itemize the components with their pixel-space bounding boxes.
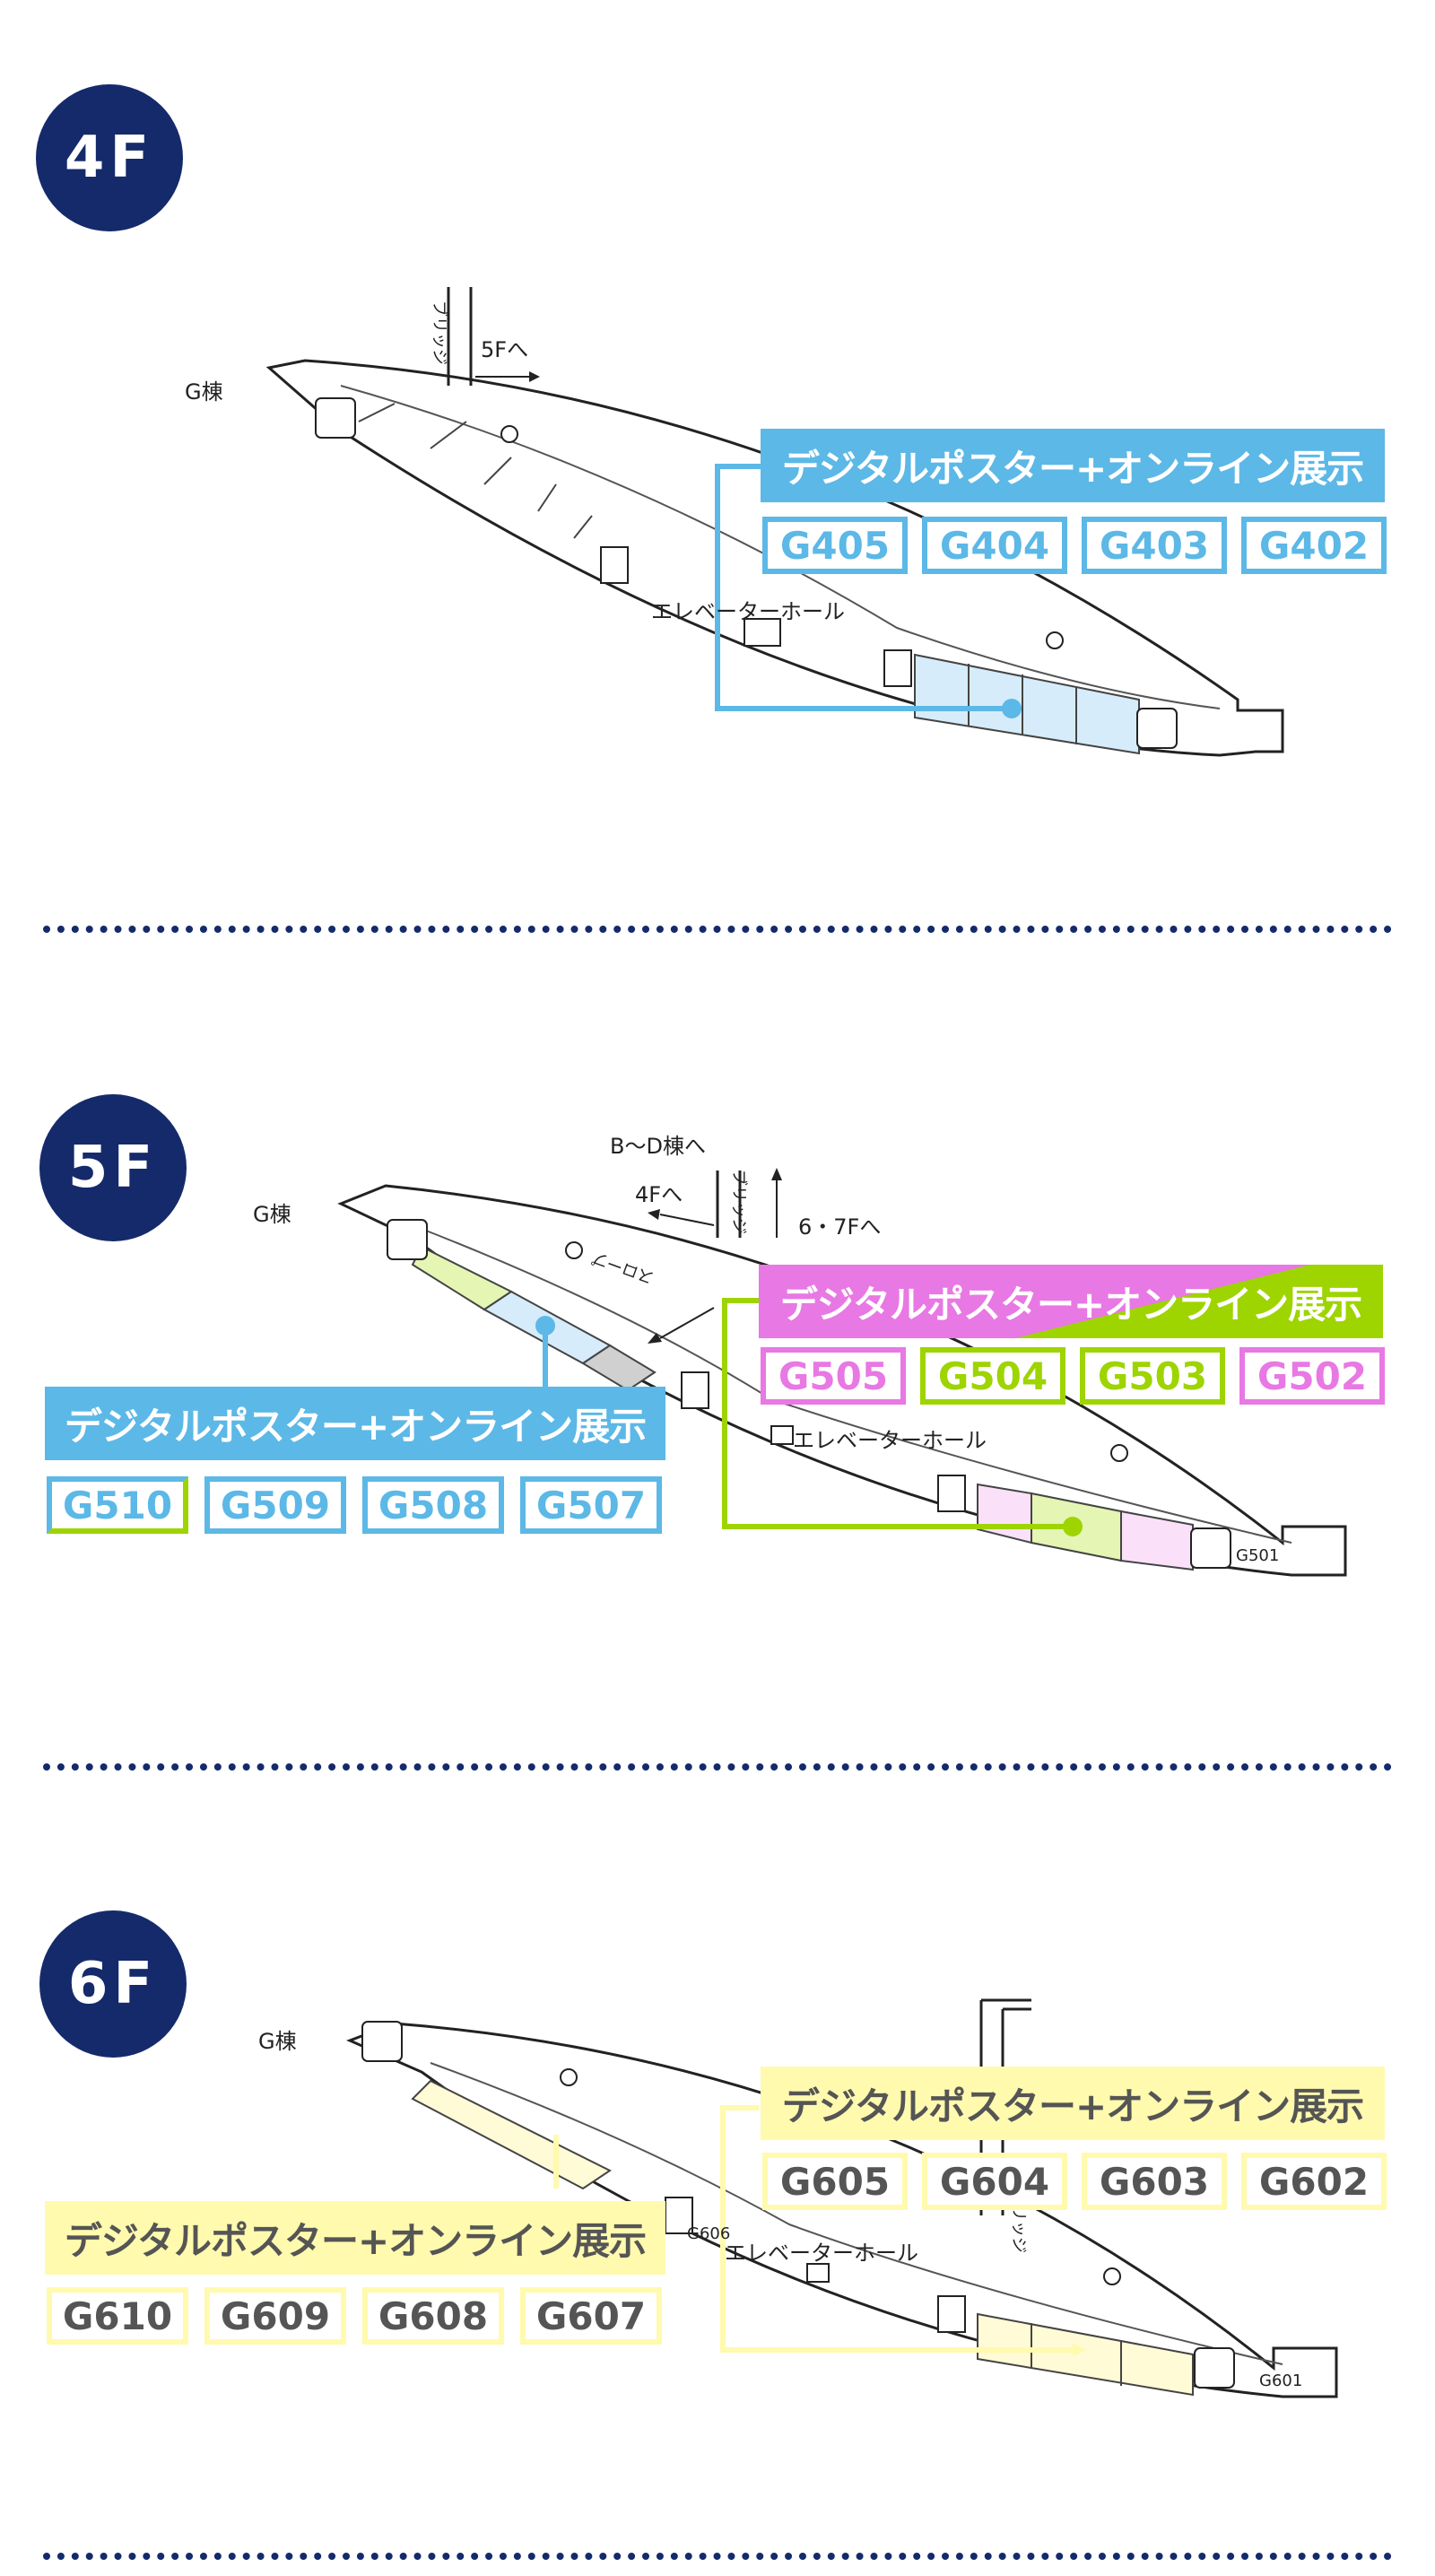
room-g501-label: G501 [1236, 1546, 1279, 1565]
floor-badge-6f: 6F [39, 1910, 187, 2058]
floor-badge-5f: 5F [39, 1094, 187, 1241]
room-g403[interactable]: G403 [1082, 517, 1227, 574]
room-g609[interactable]: G609 [204, 2287, 346, 2345]
room-g509[interactable]: G509 [204, 1476, 346, 1534]
exhibit-label-5f-left: デジタルポスター+オンライン展示 [45, 1387, 665, 1460]
exhibit-label-6f-left: デジタルポスター+オンライン展示 [45, 2201, 665, 2275]
room-g402[interactable]: G402 [1241, 517, 1387, 574]
room-g404[interactable]: G404 [922, 517, 1067, 574]
floor-badge-4f: 4F [36, 84, 183, 231]
section-divider [43, 2553, 1392, 2560]
building-label: G棟 [253, 1202, 291, 1227]
arrow-bd-label: B〜D棟へ [610, 1134, 706, 1159]
elevator-hall-label: エレベーターホール [793, 1428, 987, 1453]
room-g605[interactable]: G605 [762, 2153, 908, 2210]
floor-4f-section: 4F G棟 ブリッジ 5Fへ エレベーターホール デジタル [0, 0, 1435, 933]
room-g604[interactable]: G604 [922, 2153, 1067, 2210]
arrow-67-label: 6・7Fへ [798, 1214, 881, 1240]
room-g602[interactable]: G602 [1241, 2153, 1387, 2210]
section-divider [43, 926, 1392, 933]
room-g507[interactable]: G507 [520, 1476, 662, 1534]
elevator-hall-label: エレベーターホール [651, 599, 845, 624]
section-divider [43, 1763, 1392, 1771]
room-g608[interactable]: G608 [362, 2287, 504, 2345]
building-label: G棟 [258, 2029, 297, 2054]
elevator-hall-label: エレベーターホール [725, 2241, 918, 2266]
room-g504[interactable]: G504 [920, 1347, 1065, 1405]
room-g508[interactable]: G508 [362, 1476, 504, 1534]
arrow-5f-label: 5Fへ [481, 337, 528, 362]
room-g502[interactable]: G502 [1239, 1347, 1385, 1405]
exhibit-label-6f-right: デジタルポスター+オンライン展示 [761, 2067, 1385, 2140]
room-g505[interactable]: G505 [761, 1347, 906, 1405]
floor-5f-section: 5F G棟 B〜D棟へ 4Fへ 6・7F [0, 969, 1435, 1776]
bridge-label: ブリッジ [729, 1170, 749, 1234]
room-g607[interactable]: G607 [520, 2287, 662, 2345]
arrow-4f-label: 4Fへ [635, 1182, 683, 1207]
exhibit-label-5f-right: デジタルポスター+オンライン展示 [759, 1265, 1383, 1338]
room-g503[interactable]: G503 [1080, 1347, 1225, 1405]
room-g510[interactable]: G510 [47, 1476, 188, 1534]
building-label: G棟 [185, 379, 223, 405]
floor-6f-map: G棟 ブリッジ エレベーターホール G606 G601 [258, 1998, 1338, 2398]
bridge-label: ブリッジ [430, 300, 449, 365]
room-g610[interactable]: G610 [47, 2287, 188, 2345]
room-g606-label: G606 [687, 2224, 730, 2243]
floor-6f-section: 6F G棟 ブリッジ エレベーターホール G606 G601 デジタルポスター+… [0, 1794, 1435, 2576]
room-g601-label: G601 [1259, 2371, 1302, 2390]
room-g405[interactable]: G405 [762, 517, 908, 574]
room-g603[interactable]: G603 [1082, 2153, 1227, 2210]
exhibit-label-4f: デジタルポスター+オンライン展示 [761, 429, 1385, 502]
